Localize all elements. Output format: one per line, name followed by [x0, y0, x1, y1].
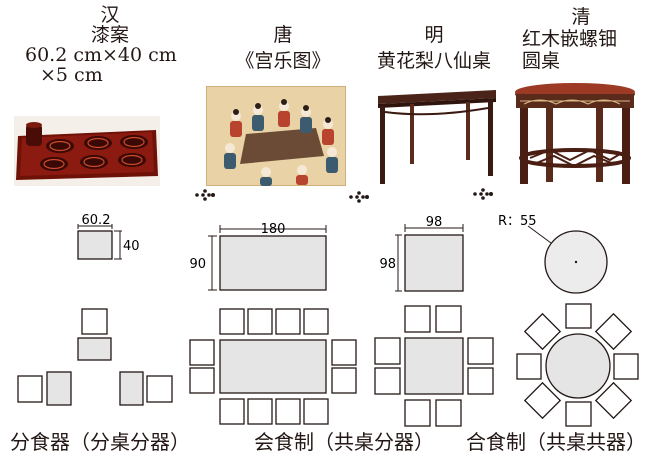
caption-ming-qing: 合食制（共桌共器）	[466, 430, 646, 454]
qing-radius-leader	[527, 225, 552, 244]
han-width-dim-line	[77, 224, 113, 229]
han-item-name: 漆案	[90, 24, 129, 46]
qing-dynasty-label: 清	[571, 6, 591, 28]
tang-seats	[189, 308, 357, 425]
square-table-photo	[370, 86, 500, 186]
qing-round-table	[545, 333, 611, 399]
ming-width-dim-line	[404, 224, 464, 232]
qing-radius-label: R：55	[498, 214, 537, 229]
han-height-label: 40	[123, 239, 140, 254]
lacquer-tray-photo	[14, 116, 160, 186]
qing-item-name-line2: 圆桌	[522, 50, 561, 72]
tang-width-label: 180	[261, 222, 286, 237]
han-small-table	[77, 337, 112, 361]
ming-table	[404, 234, 464, 292]
tang-width-dim-line	[219, 225, 327, 233]
tang-large-table	[219, 339, 327, 394]
qing-item-name-line1: 红木嵌螺钿	[522, 28, 618, 50]
han-small-table	[119, 371, 144, 406]
ming-item-name: 黄花梨八仙桌	[376, 50, 491, 72]
caption-han: 分食器（分桌分器）	[10, 430, 190, 454]
ming-height-label: 98	[379, 257, 396, 272]
tang-height-dim-line	[208, 235, 217, 291]
qing-seats	[516, 303, 639, 427]
han-height-dim-line	[114, 230, 122, 260]
han-table	[77, 230, 113, 260]
ming-square-table	[404, 337, 464, 395]
ming-width-label: 98	[426, 215, 443, 230]
tang-dynasty-label: 唐	[273, 24, 293, 46]
han-size-line1: 60.2 cm×40 cm	[25, 44, 177, 66]
han-seat	[146, 375, 173, 403]
tang-table	[219, 235, 327, 291]
dotted-arrow-icon	[349, 191, 369, 203]
round-table-photo	[510, 80, 640, 188]
caption-tang: 会食制（共桌分器）	[254, 430, 434, 454]
han-small-table	[46, 371, 72, 406]
ming-seats	[374, 305, 494, 427]
tang-height-label: 90	[189, 257, 206, 272]
han-size-line2: ×5 cm	[40, 64, 103, 86]
palace-music-painting	[206, 86, 346, 186]
han-width-label: 60.2	[82, 213, 111, 228]
dotted-arrow-icon	[195, 189, 215, 201]
han-seat	[17, 375, 43, 403]
ming-height-dim-line	[395, 234, 402, 292]
dotted-arrow-icon	[473, 188, 493, 200]
tang-item-name: 《宫乐图》	[235, 50, 331, 72]
han-seat	[81, 308, 108, 335]
ming-dynasty-label: 明	[424, 24, 444, 46]
han-dynasty-label: 汉	[100, 4, 120, 26]
